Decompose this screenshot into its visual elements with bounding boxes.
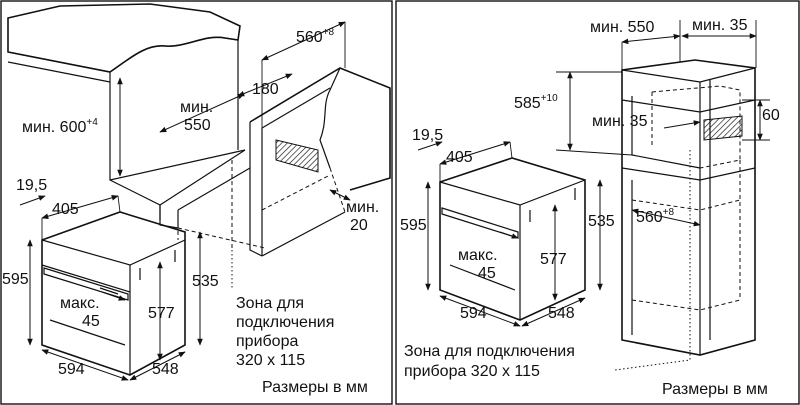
right-connection-zone — [703, 115, 743, 141]
left-dim-548: 548 — [152, 361, 179, 378]
right-dim-min35-mid: мин. 35 — [592, 113, 648, 130]
svg-text:560+8: 560+8 — [296, 27, 335, 46]
svg-text:мин. 600+4: мин. 600+4 — [22, 117, 98, 136]
left-dim-560: 560 — [296, 29, 323, 46]
left-dim-560-sup: +8 — [323, 27, 335, 38]
left-dim-535: 535 — [192, 273, 219, 290]
right-dim-548: 548 — [548, 305, 575, 322]
left-units-note: Размеры в мм — [262, 379, 368, 396]
svg-text:585+10: 585+10 — [514, 93, 558, 112]
left-panel-border — [0, 0, 393, 405]
left-dim-min600: мин. 600 — [22, 119, 86, 136]
left-cabinet-drawing — [7, 3, 391, 290]
left-dim-min550-b: 550 — [184, 117, 211, 134]
left-dim-max45-b: 45 — [82, 313, 100, 330]
left-dimension-labels: мин. 600+4 мин. 550 180 560+8 мин. 20 19… — [2, 27, 379, 378]
left-dim-595: 595 — [2, 271, 29, 288]
right-dim-585: 585 — [514, 95, 541, 112]
right-panel-border — [395, 0, 800, 405]
left-dimension-lines — [19, 21, 351, 381]
right-dim-560-sup: +8 — [663, 207, 675, 218]
left-dim-min550-a: мин. — [180, 99, 213, 116]
right-dim-min550: мин. 550 — [590, 19, 654, 36]
left-zone-line-1: Зона для — [236, 295, 304, 312]
right-dim-60: 60 — [762, 107, 780, 124]
right-dimension-labels: мин. 550 мин. 35 585+10 мин. 35 60 560+8… — [400, 17, 780, 322]
right-oven-drawing — [439, 157, 586, 321]
right-dim-min35-top: мин. 35 — [692, 17, 748, 34]
right-dimension-lines — [417, 20, 770, 327]
left-dim-180: 180 — [252, 81, 279, 98]
left-dim-19-5: 19,5 — [16, 177, 47, 194]
left-zone-line-2: подключения — [236, 314, 334, 331]
left-dim-405: 405 — [52, 201, 79, 218]
right-dim-405: 405 — [446, 149, 473, 166]
right-dim-535: 535 — [588, 213, 615, 230]
left-oven-drawing — [41, 211, 186, 376]
left-dim-577: 577 — [148, 305, 175, 322]
right-zone-note: Зона для подключения прибора 320 x 115 — [404, 343, 575, 380]
right-units-note: Размеры в мм — [662, 381, 768, 398]
right-dim-19-5: 19,5 — [412, 127, 443, 144]
right-zone-line-1: Зона для подключения — [404, 343, 575, 360]
svg-text:560+8: 560+8 — [636, 207, 675, 226]
right-dim-595: 595 — [400, 217, 427, 234]
right-dim-585-sup: +10 — [541, 93, 558, 104]
left-zone-line-3: прибора — [236, 333, 298, 350]
left-zone-note: Зона для подключения прибора 320 x 115 — [236, 295, 334, 369]
left-dim-min600-sup: +4 — [86, 117, 98, 128]
right-dim-max45-b: 45 — [478, 265, 496, 282]
left-dim-max45-a: макс. — [60, 295, 100, 312]
left-connection-zone — [275, 139, 319, 173]
left-zone-line-4: 320 x 115 — [236, 352, 305, 369]
left-dim-594: 594 — [58, 361, 85, 378]
right-dim-max45-a: макс. — [458, 247, 498, 264]
left-dim-min20-b: 20 — [350, 217, 368, 234]
right-dim-560: 560 — [636, 209, 663, 226]
left-dim-min20-a: мин. — [346, 199, 379, 216]
right-dim-594: 594 — [460, 305, 487, 322]
right-zone-line-2: прибора 320 x 115 — [404, 363, 540, 380]
right-dim-577: 577 — [540, 251, 567, 268]
